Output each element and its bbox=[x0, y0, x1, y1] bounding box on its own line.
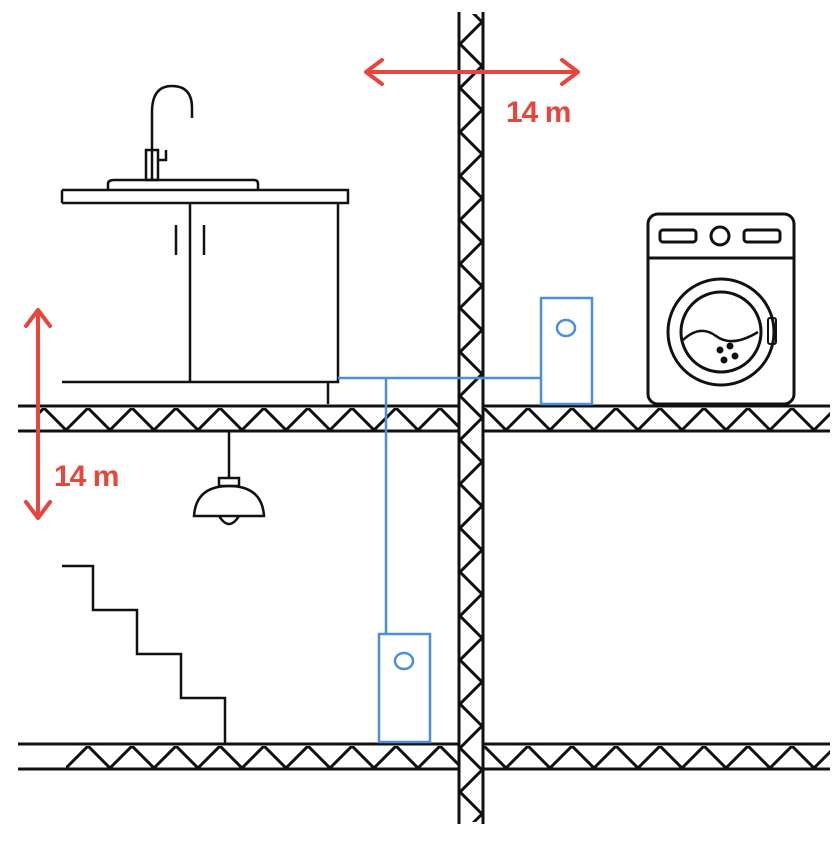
washing-machine-icon bbox=[646, 212, 796, 406]
horizontal-dimension-label: 14 m bbox=[506, 96, 571, 129]
sink-icon bbox=[106, 84, 260, 190]
vertical-dimension-label: 14 m bbox=[54, 460, 119, 493]
water-heater-icon bbox=[539, 296, 594, 406]
water-heater-icon bbox=[377, 632, 432, 744]
stairs-icon bbox=[62, 564, 227, 744]
lower-floor-slab bbox=[18, 742, 830, 771]
cabinet-icon bbox=[60, 188, 350, 404]
water-pipe bbox=[338, 376, 541, 634]
pendant-lamp-icon bbox=[192, 431, 266, 526]
upper-floor-slab bbox=[18, 404, 830, 433]
vertical-wall bbox=[457, 12, 485, 824]
horizontal-dimension-arrow bbox=[364, 58, 580, 86]
vertical-dimension-arrow bbox=[24, 308, 52, 520]
